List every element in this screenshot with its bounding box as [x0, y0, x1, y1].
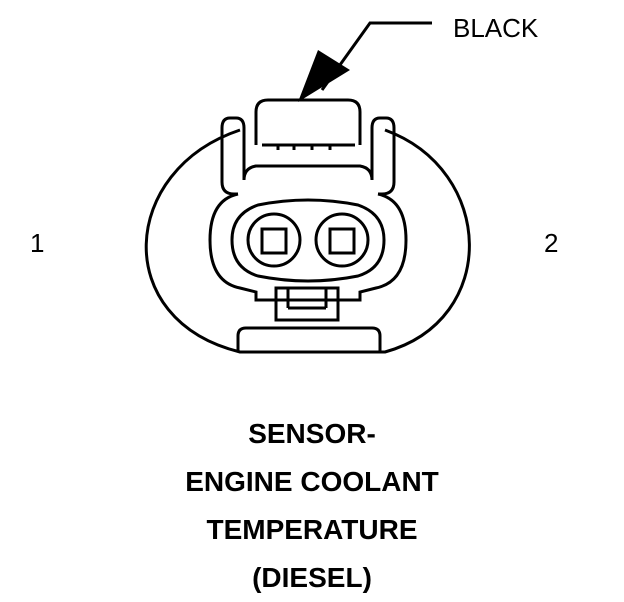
- connector-key: [236, 286, 382, 352]
- title-line-2: ENGINE COOLANT: [185, 466, 439, 497]
- title-line-4: (DIESEL): [252, 562, 372, 593]
- connector-housing: [144, 128, 471, 354]
- title-line-1: SENSOR-: [248, 418, 376, 449]
- connector-color-label: BLACK: [453, 13, 539, 43]
- pin-cavities: [230, 198, 386, 283]
- pin-number-2: 2: [544, 228, 559, 258]
- pin-number-1: 1: [30, 228, 45, 258]
- color-leader-arrow: [298, 21, 432, 102]
- connector-latch: [254, 98, 362, 150]
- component-title: SENSOR- ENGINE COOLANT TEMPERATURE (DIES…: [0, 410, 624, 602]
- title-line-3: TEMPERATURE: [206, 514, 418, 545]
- connector-frame: [208, 116, 408, 302]
